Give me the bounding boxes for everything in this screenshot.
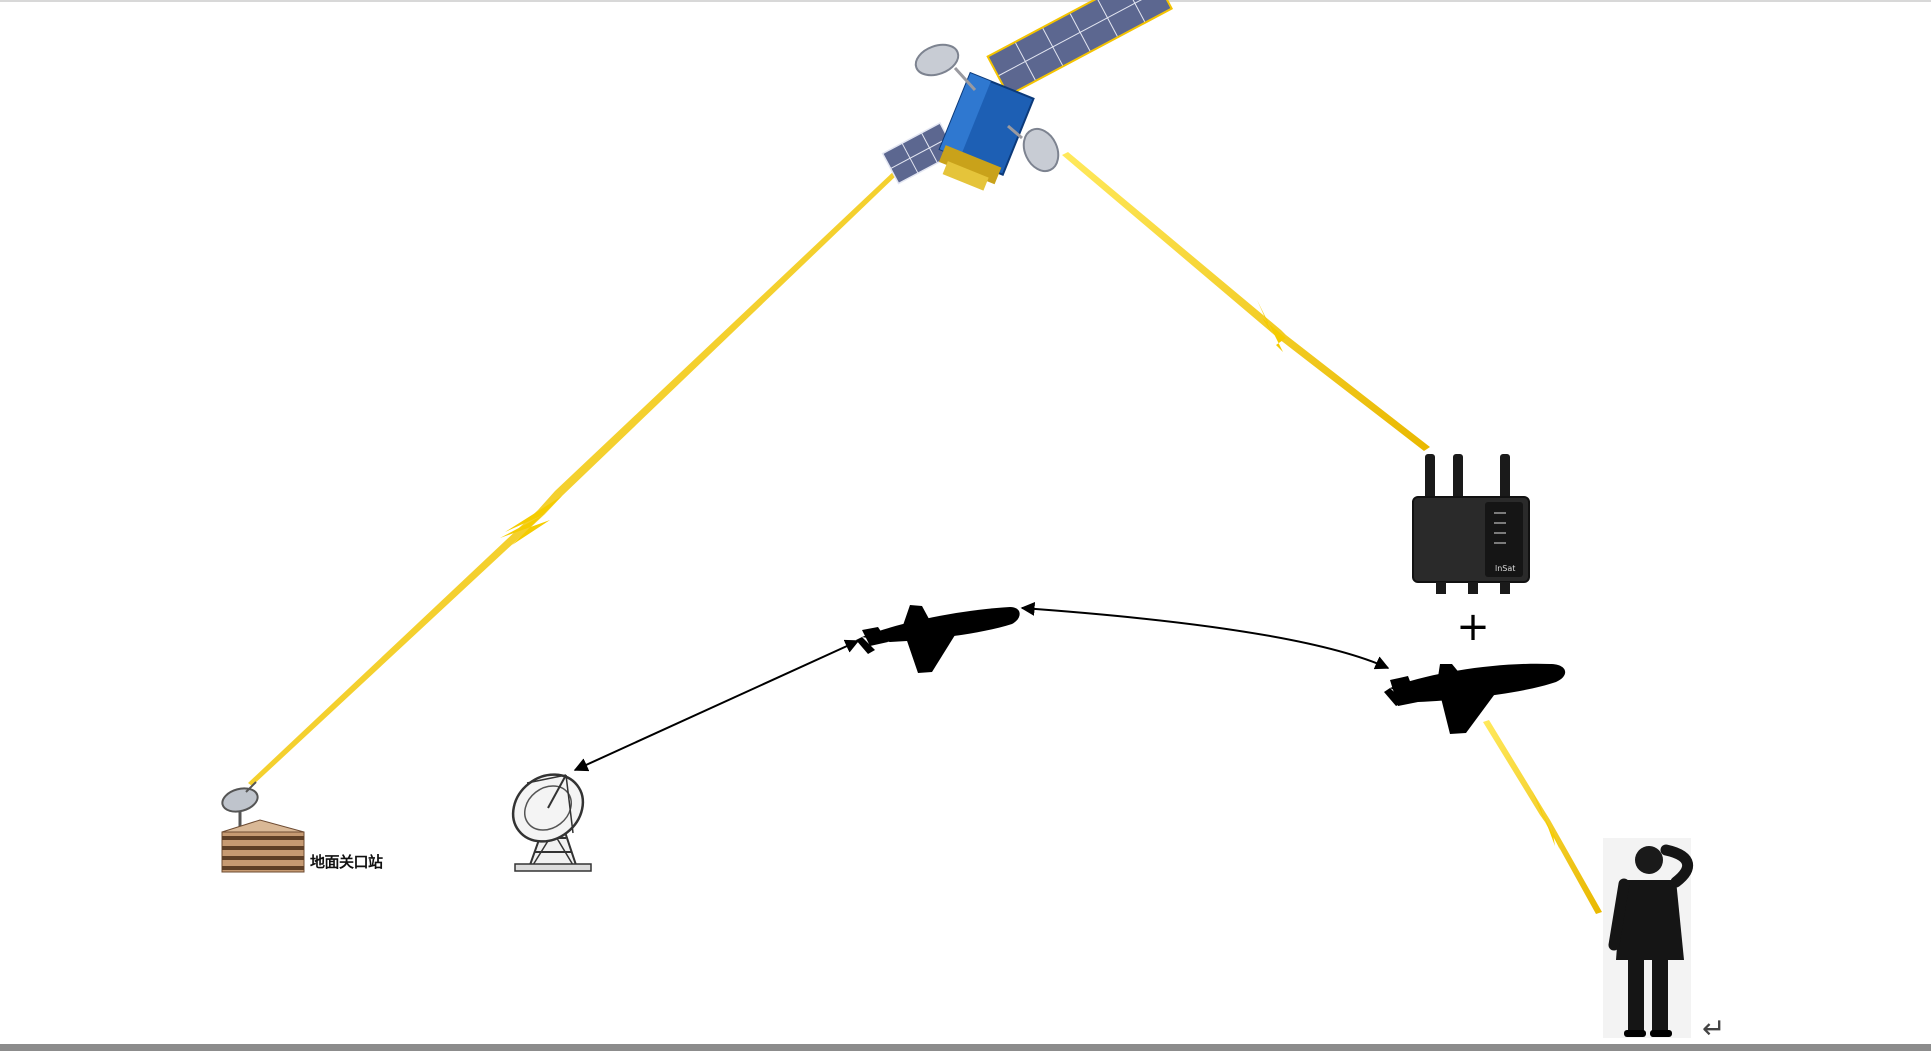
- airplane-icon-1: [856, 605, 1020, 673]
- lightning-link-satellite-gateway: [248, 170, 899, 786]
- gateway-station-label: 地面关口站: [310, 853, 383, 871]
- ground-gateway-icon: [221, 781, 305, 873]
- satellite-router-icon: lnSat: [1412, 454, 1530, 594]
- radar-dish-icon: [511, 773, 592, 872]
- return-mark-icon: ↵: [1702, 1012, 1726, 1045]
- top-border: [0, 0, 1931, 2]
- lightning-link-satellite-router: [1062, 152, 1430, 451]
- bottom-border: [0, 1044, 1931, 1051]
- satellite-icon: [881, 0, 1174, 191]
- bidirectional-arrow-radar-aircraft: [573, 639, 860, 772]
- plus-sign: +: [1456, 604, 1490, 650]
- router-brand-label: lnSat: [1495, 564, 1515, 573]
- airplane-icon-2: [1384, 663, 1566, 734]
- bidirectional-arrow-aircraft-aircraft: [1020, 601, 1390, 670]
- lightning-link-aircraft-person: [1483, 720, 1602, 914]
- person-icon: [1603, 838, 1693, 1038]
